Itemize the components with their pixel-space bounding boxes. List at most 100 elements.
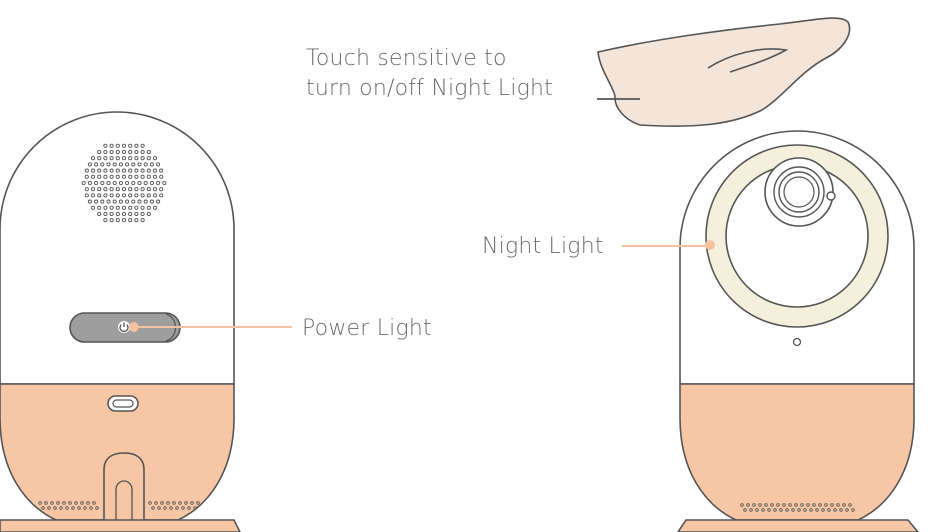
speaker-hole [109,156,114,161]
speaker-hole [100,162,105,167]
speaker-hole [140,193,145,198]
vent-hole [95,506,99,510]
vent-hole [740,503,744,507]
vent-hole [44,501,48,505]
vent-hole [791,508,795,512]
vent-hole [184,501,188,505]
speaker-hole [115,168,120,173]
speaker-hole [109,187,114,192]
speaker-hole [103,187,108,192]
touch-label-line2: turn on/off Night Light [306,76,553,101]
vent-hole [53,506,57,510]
speaker-hole [140,156,145,161]
speaker-hole [121,187,127,192]
speaker-hole [121,211,127,217]
speaker-hole [103,218,108,223]
touch-sensitive-label: Touch sensitive to turn on/off Night Lig… [306,44,553,104]
microphone-hole [792,337,802,347]
speaker-hole [97,174,102,179]
speaker-hole [109,149,114,155]
speaker-hole [134,211,139,217]
speaker-hole [152,193,158,198]
vent-hole [806,503,810,507]
vent-hole [830,503,834,507]
vent-hole [80,501,84,505]
vent-hole [68,501,72,505]
vent-hole [803,508,807,512]
speaker-hole [137,180,142,186]
vent-hole [797,508,801,512]
speaker-hole [125,180,130,186]
vent-hole [785,508,789,512]
speaker-hole [146,149,151,155]
camera-front-stand [677,519,920,532]
speaker-hole [131,180,136,186]
vent-hole [181,506,185,510]
hand-illustration [597,17,851,127]
vent-hole [172,501,176,505]
speaker-hole [156,199,161,204]
vent-hole [50,501,54,505]
vent-hole [89,506,93,510]
speaker-hole [128,205,133,210]
vent-hole [815,508,819,512]
speaker-hole [97,156,102,161]
speaker-hole [106,162,111,167]
speaker-hole [97,211,102,217]
speaker-hole [140,143,145,148]
speaker-hole [100,199,105,204]
speaker-hole [90,168,96,173]
speaker-hole [134,174,139,179]
night-light-label: Night Light [482,234,604,259]
vent-hole [809,508,813,512]
speaker-hole [121,174,127,179]
speaker-hole [112,162,117,167]
speaker-hole [103,149,108,155]
vent-hole [845,508,849,512]
speaker-hole [87,180,92,186]
speaker-hole [109,143,114,148]
speaker-hole [115,211,120,217]
speaker-hole [134,193,139,198]
vent-hole [752,503,756,507]
speaker-hole [81,180,86,186]
speaker-hole [97,193,102,198]
speaker-hole [159,174,164,179]
cable [103,452,145,532]
speaker-hole [140,168,145,173]
speaker-hole [140,218,145,223]
speaker-hole [106,199,111,204]
speaker-hole [115,193,120,198]
speaker-hole [152,187,158,192]
speaker-hole [109,174,114,179]
vent-hole [59,506,63,510]
vent-hole [175,506,179,510]
speaker-hole [146,174,151,179]
vent-hole [836,503,840,507]
vent-hole [148,501,152,505]
camera-back-view [0,111,241,532]
vent-hole [178,501,182,505]
speaker-hole [134,205,139,210]
speaker-hole [137,199,142,204]
vent-hole [62,501,66,505]
speaker-hole [94,180,99,186]
speaker-hole [84,174,89,179]
vent-hole [83,506,87,510]
vent-hole [92,501,96,505]
speaker-hole [121,143,127,148]
speaker-hole [87,162,92,167]
bottom-vents-front [740,503,855,512]
camera-back-stand [0,519,241,532]
speaker-hole [100,180,105,186]
speaker-hole [115,218,120,223]
speaker-hole [152,168,158,173]
camera-back-body-top [0,111,235,385]
speaker-hole [109,218,114,223]
vent-hole [851,508,855,512]
vent-hole [196,501,200,505]
hand-finger-crease [707,48,789,73]
speaker-hole [131,199,136,204]
speaker-hole [121,218,127,223]
